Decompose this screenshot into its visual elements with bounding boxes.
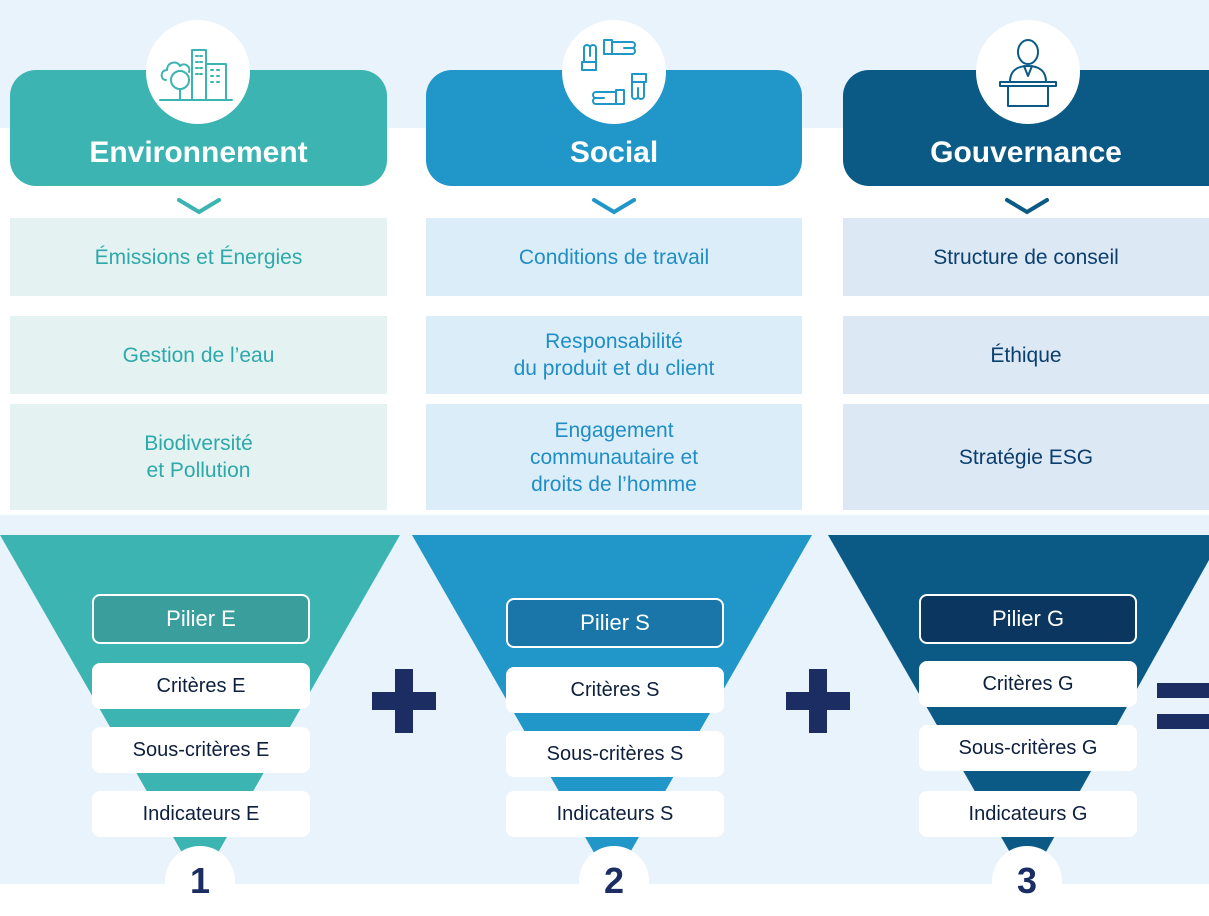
- theme-box: Structure de conseil: [843, 218, 1209, 296]
- pilier-label-s: Pilier S: [506, 598, 724, 648]
- theme-box: Éthique: [843, 316, 1209, 394]
- hands-circle-icon: [562, 20, 666, 124]
- theme-box: Conditions de travail: [426, 218, 802, 296]
- step-number-3: 3: [992, 846, 1062, 916]
- theme-box: Stratégie ESG: [843, 404, 1209, 510]
- chevron-down-icon: [177, 198, 221, 215]
- pilier-label-e: Pilier E: [92, 594, 310, 644]
- indicators-pill: Indicateurs G: [919, 791, 1137, 837]
- step-number-2: 2: [579, 846, 649, 916]
- plus-symbol: [786, 669, 850, 733]
- subcriteria-pill: Sous-critères G: [919, 725, 1137, 771]
- indicators-pill: Indicateurs E: [92, 791, 310, 837]
- header-title: Environnement: [89, 136, 308, 169]
- subcriteria-pill: Sous-critères S: [506, 731, 724, 777]
- theme-box: Biodiversité et Pollution: [10, 404, 387, 510]
- theme-box: Responsabilité du produit et du client: [426, 316, 802, 394]
- criteria-pill: Critères G: [919, 661, 1137, 707]
- equals-symbol: [1157, 683, 1209, 729]
- chevron-down-icon: [592, 198, 636, 215]
- indicators-pill: Indicateurs S: [506, 791, 724, 837]
- theme-box: Gestion de l’eau: [10, 316, 387, 394]
- criteria-pill: Critères S: [506, 667, 724, 713]
- header-title: Gouvernance: [930, 136, 1122, 169]
- speaker-podium-icon: [976, 20, 1080, 124]
- theme-box: Engagement communautaire et droits de l’…: [426, 404, 802, 510]
- plus-symbol: [372, 669, 436, 733]
- subcriteria-pill: Sous-critères E: [92, 727, 310, 773]
- step-number-1: 1: [165, 846, 235, 916]
- city-trees-icon: [146, 20, 250, 124]
- criteria-pill: Critères E: [92, 663, 310, 709]
- header-social: Social: [426, 70, 802, 186]
- header-title: Social: [569, 136, 659, 169]
- chevron-down-icon: [1005, 198, 1049, 215]
- pilier-label-g: Pilier G: [919, 594, 1137, 644]
- theme-box: Émissions et Énergies: [10, 218, 387, 296]
